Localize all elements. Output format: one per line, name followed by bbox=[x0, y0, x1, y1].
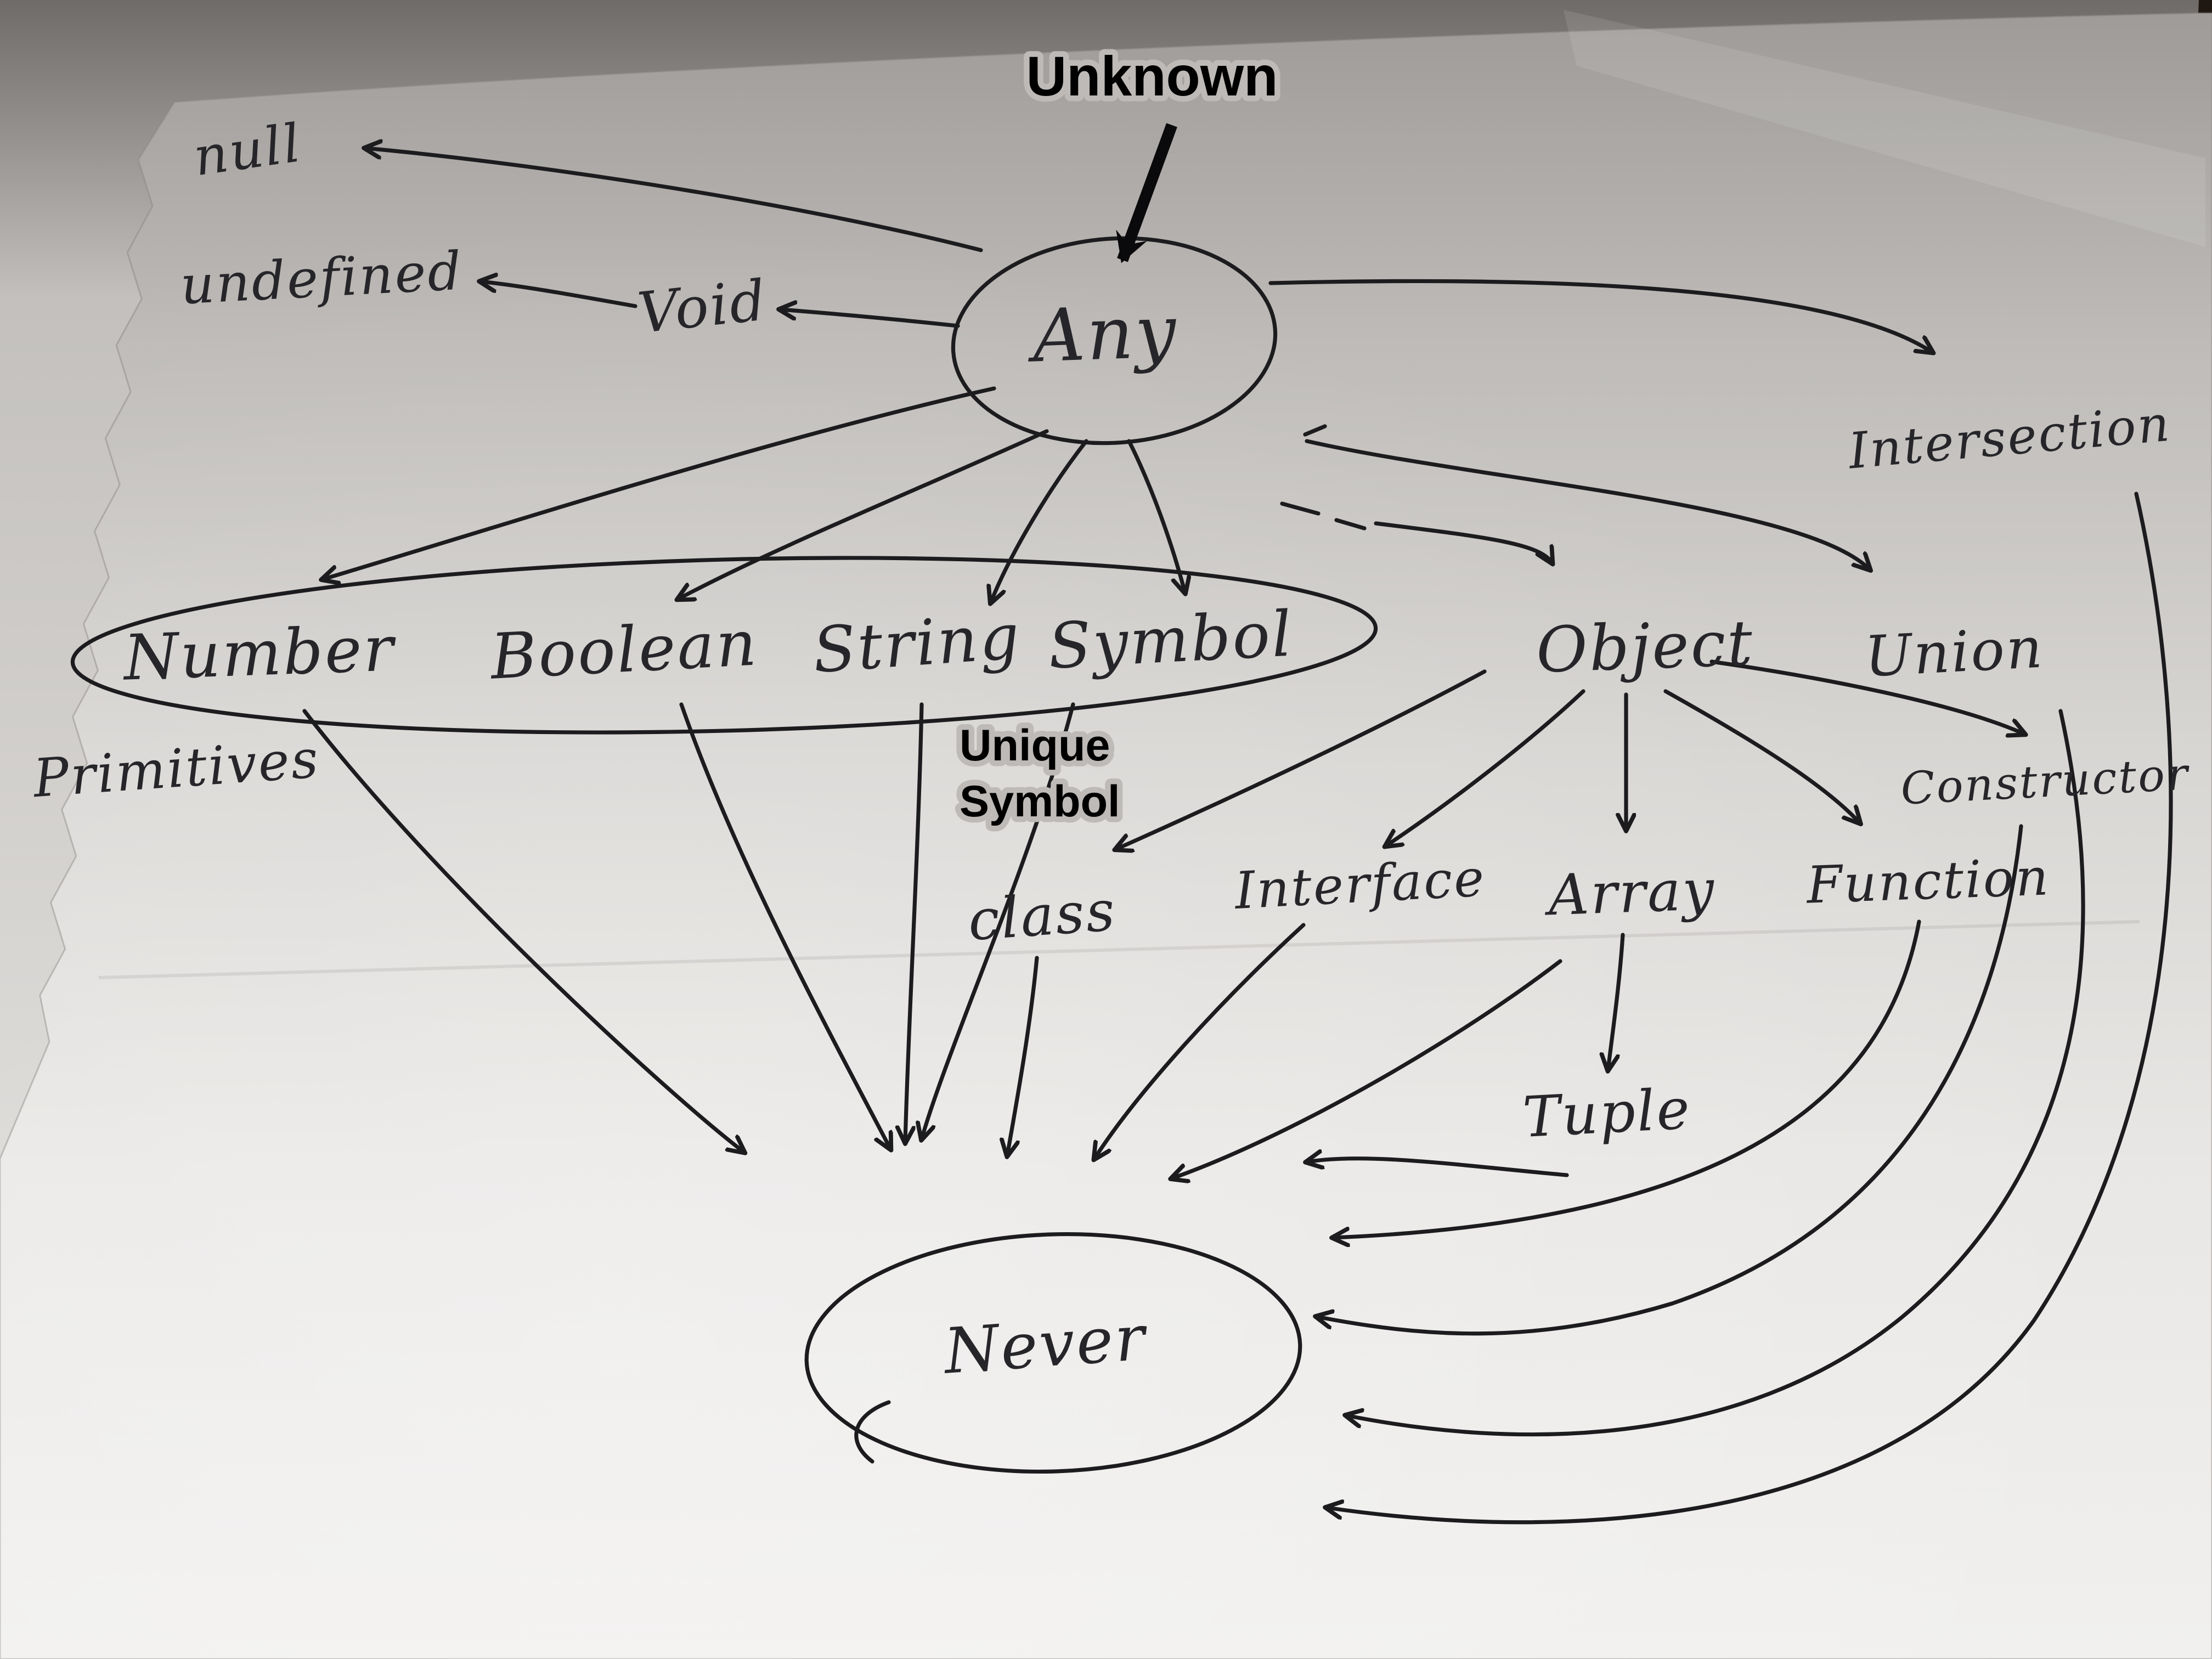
node-label-any: Any bbox=[1025, 289, 1179, 379]
node-label-never: Never bbox=[940, 1301, 1150, 1388]
edge-void-to-undefined bbox=[481, 281, 637, 308]
edge-interface-to-never bbox=[1094, 923, 1306, 1159]
node-label-tuple: Tuple bbox=[1521, 1076, 1693, 1150]
edge-object-to-constructor bbox=[1709, 659, 2024, 734]
edge-unknown-to-any bbox=[1116, 123, 1177, 263]
edge-object-to-class bbox=[1116, 669, 1487, 849]
node-label-number: Number bbox=[121, 612, 398, 694]
node-label-array: Array bbox=[1543, 857, 1717, 929]
edge-string-to-never bbox=[905, 702, 924, 1142]
edge-tuple-to-never bbox=[1307, 1159, 1569, 1177]
edge-array-to-never bbox=[1172, 959, 1562, 1178]
node-label-unique-symbol: Unique bbox=[960, 721, 1110, 770]
node-label-union: Union bbox=[1863, 616, 2045, 690]
edge-intersection-to-never bbox=[1327, 492, 2173, 1525]
pen-decorations bbox=[854, 424, 1367, 1464]
node-label-function: Function bbox=[1804, 847, 2051, 915]
node-label-null: null bbox=[190, 112, 306, 188]
edge-boolean-to-never bbox=[679, 702, 890, 1149]
node-label-void: Void bbox=[635, 268, 770, 346]
edge-any-to-object bbox=[1374, 521, 1552, 563]
edge-constructor-to-never bbox=[1317, 824, 2023, 1336]
diagram-edges bbox=[302, 123, 2173, 1525]
any-object-dashes bbox=[1280, 501, 1367, 531]
edge-any-to-number bbox=[323, 386, 996, 579]
never-ellipse bbox=[804, 1232, 1302, 1474]
node-label-class: class bbox=[966, 878, 1119, 954]
edge-symbol-to-never bbox=[922, 702, 1075, 1139]
edge-any-to-string bbox=[991, 439, 1088, 602]
paper-crease bbox=[98, 920, 2140, 979]
paper-sheen bbox=[0, 13, 2212, 1659]
primitives-oval bbox=[70, 556, 1378, 735]
edge-function-to-never bbox=[1333, 919, 1921, 1238]
edge-any-to-symbol bbox=[1127, 439, 1185, 592]
node-label-interface: Interface bbox=[1232, 848, 1487, 921]
never-inner-curl bbox=[854, 1400, 891, 1464]
node-label-string: String bbox=[810, 600, 1023, 687]
edge-class-to-never bbox=[1007, 956, 1039, 1155]
any-ellipse bbox=[951, 236, 1278, 445]
node-outlines bbox=[70, 236, 1378, 1474]
edge-any-to-null bbox=[365, 148, 983, 252]
edge-any-to-void bbox=[780, 309, 960, 328]
node-label-symbol: Symbol bbox=[1046, 597, 1295, 682]
edge-any-to-boolean bbox=[678, 429, 1049, 599]
edge-array-to-tuple bbox=[1608, 933, 1625, 1070]
edge-object-to-interface bbox=[1386, 689, 1585, 846]
node-label-unique-symbol: Symbol bbox=[960, 777, 1120, 826]
edge-any-to-union bbox=[1305, 439, 1870, 569]
edge-number-to-never bbox=[302, 709, 744, 1152]
any-right-tick bbox=[1303, 424, 1327, 437]
edge-union-to-never bbox=[1346, 709, 2085, 1437]
fold-highlight bbox=[1564, 10, 2205, 247]
edge-any-to-intersection bbox=[1268, 279, 1932, 352]
node-label-boolean: Boolean bbox=[488, 606, 760, 693]
node-label-unknown: Unknown bbox=[1026, 45, 1278, 108]
edge-object-to-function bbox=[1663, 689, 1860, 823]
node-label-object: Object bbox=[1535, 606, 1755, 687]
node-label-undefined: undefined bbox=[179, 240, 464, 317]
